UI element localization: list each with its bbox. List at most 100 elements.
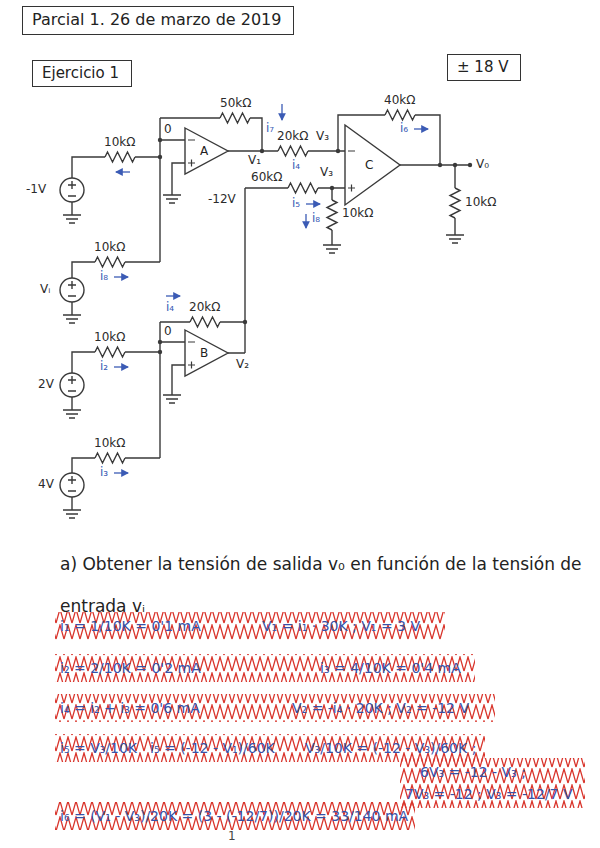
component-value: 10kΩ <box>104 136 135 150</box>
current-arrow <box>166 295 180 296</box>
wire <box>72 458 160 473</box>
equation: i₂ = 2/10K = 0'2 mA <box>60 660 201 676</box>
node-label: -12V <box>208 193 236 207</box>
resistor-symbol <box>95 453 125 463</box>
ground-group <box>63 195 464 518</box>
node-label: 0 <box>164 123 172 137</box>
opamp-triangle <box>345 125 400 205</box>
component-value: 20kΩ <box>277 130 308 144</box>
node-label: V₃ <box>320 166 333 180</box>
current-label: i₇ <box>266 122 274 136</box>
resistor-symbol <box>288 183 318 193</box>
junction-dot <box>438 163 442 167</box>
wire <box>160 188 245 353</box>
junction-dot <box>453 163 457 167</box>
junction-dot <box>158 155 162 159</box>
polarity-sign <box>68 181 76 196</box>
node-label: 4V <box>38 478 54 492</box>
current-arrow <box>114 472 128 473</box>
current-label: i₄ <box>166 301 174 315</box>
wire <box>72 262 160 278</box>
scribble <box>400 758 585 808</box>
node-label: -1V <box>26 183 46 197</box>
equation: i₅ = (-12 - V₁)/60K <box>150 740 275 756</box>
scribble <box>55 802 415 830</box>
wire <box>245 188 345 245</box>
component-value: 50kΩ <box>220 97 251 111</box>
node-label: V₀ <box>476 158 489 172</box>
junction-dot <box>260 149 264 153</box>
component-value: 10kΩ <box>94 331 125 345</box>
wire <box>72 352 160 373</box>
wire <box>72 157 160 178</box>
component-value: 10kΩ <box>94 437 125 451</box>
node-label: V₃ <box>316 130 329 144</box>
scribble <box>55 734 485 762</box>
resistor-symbol <box>220 113 250 123</box>
wire <box>400 165 470 235</box>
ground-symbol <box>163 195 181 203</box>
equation: V₁ = i₁ · 30K ; V₁ = 3 V <box>262 618 420 634</box>
resistor-symbol <box>278 146 308 156</box>
node-label: Vᵢ <box>40 283 50 297</box>
component-value: 10kΩ <box>94 241 125 255</box>
ground-symbol <box>63 215 81 223</box>
equation: V₂ = -i₄ · 20K ; V₂ = -12 V <box>292 700 469 716</box>
node-label: V₂ <box>236 358 249 372</box>
equation: i₅ = V₃/10K <box>60 740 137 756</box>
current-arrow <box>281 104 282 120</box>
arrow-group <box>114 104 428 473</box>
current-arrow <box>116 171 130 172</box>
current-arrow <box>114 366 128 367</box>
title-text: ± 18 V <box>457 58 511 76</box>
scribble-group <box>55 612 585 830</box>
node-label: V₁ <box>248 154 261 168</box>
junction-dot <box>158 340 162 344</box>
wire <box>160 322 185 458</box>
resistor-symbol <box>95 347 125 357</box>
current-label: i₆ <box>400 122 408 136</box>
opamp-name: B <box>200 346 208 360</box>
equation: i₄ = i₂ + i₃ = 0'6 mA <box>60 700 200 716</box>
voltage-source <box>60 278 84 302</box>
polarity-sign <box>68 476 76 491</box>
junction-dot <box>243 320 247 324</box>
equation: i₃ = 4/10K = 0'4 mA <box>320 660 461 676</box>
junction-dot <box>158 138 162 142</box>
input-sign <box>188 140 195 167</box>
junction-group <box>158 138 472 354</box>
resistor-symbol <box>95 257 125 267</box>
node-label: 2V <box>38 378 54 392</box>
resistor-symbol <box>105 152 135 162</box>
opamp-name: A <box>200 144 208 158</box>
equation: 6V₃ = -12 - V₃ ; <box>420 764 526 780</box>
input-sign <box>188 342 195 369</box>
component-value: 10kΩ <box>465 196 496 210</box>
equation: 7V₃ = -12 ; V₃ = -12/7 V <box>405 786 573 802</box>
wire <box>160 118 262 262</box>
ground-symbol <box>63 315 81 323</box>
resistor-symbol <box>190 317 220 327</box>
equation: i₁ = 1/10K = 0'1 mA <box>60 618 201 634</box>
junction-dot <box>336 149 340 153</box>
ground-symbol <box>446 235 464 243</box>
scribble <box>55 612 445 640</box>
voltage-source <box>60 473 84 497</box>
opamp-symbol: B <box>185 330 228 376</box>
opamp-triangle <box>185 128 228 174</box>
title-box: Parcial 1. 26 de marzo de 2019 <box>22 6 294 35</box>
ground-symbol <box>63 510 81 518</box>
component-value: 60kΩ <box>251 171 282 185</box>
current-label: i₅ <box>292 197 300 211</box>
current-label: i₈ <box>312 212 320 226</box>
current-label: i₄ <box>292 159 300 173</box>
equation: i₆ = (V₁ - V₃)/20K = (3 - (-12/7))/20K =… <box>60 808 408 824</box>
ground-symbol <box>63 410 81 418</box>
junction-dot <box>158 350 162 354</box>
title-box: Ejercicio 1 <box>32 60 132 87</box>
wire-group <box>72 115 470 510</box>
scribble <box>55 694 495 722</box>
wire <box>71 202 72 510</box>
